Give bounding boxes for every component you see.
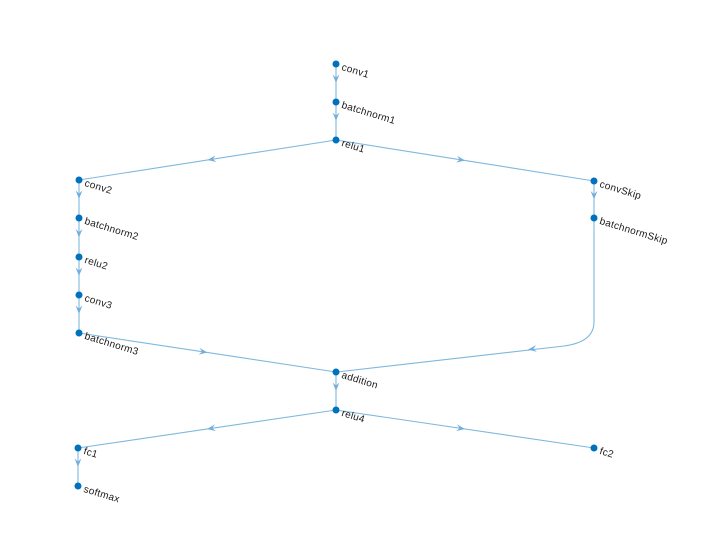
graph-node-conv3 [75,291,83,299]
node-label-batchnorm3: batchnorm3 [83,331,140,358]
graph-node-batchnorm1 [332,98,340,106]
graph-node-relu2 [75,253,83,261]
edge-arrowhead-icon [207,424,216,432]
edge-arrowhead-icon [198,347,208,355]
node-label-fc2: fc2 [598,446,615,461]
node-label-conv3: conv3 [83,293,113,312]
node-label-softmax: softmax [82,484,121,505]
edge-arrowhead-icon [332,112,340,121]
edge-arrowhead-icon [74,458,82,467]
graph-node-fc2 [590,444,598,452]
node-label-conv2: conv2 [83,178,113,197]
edge-arrowhead-icon [456,424,465,432]
graph-node-conv1 [332,60,340,68]
graph-node-conv2 [75,176,83,184]
graph-node-batchnormSkip [590,214,598,222]
node-label-fc1: fc1 [82,446,99,461]
graph-node-convSkip [590,177,598,185]
node-label-convSkip: convSkip [598,179,642,202]
edge-arrowhead-icon [75,267,83,276]
node-label-batchnorm2: batchnorm2 [83,216,140,243]
edge-arrowhead-icon [332,74,340,83]
edge-arrowhead-icon [332,382,340,391]
edge-arrowhead-icon [75,229,83,238]
edge-arrowhead-icon [528,345,537,352]
node-label-addition: addition [340,370,379,391]
edge-arrowhead-icon [207,155,217,163]
node-label-conv1: conv1 [340,62,370,81]
graph-edge-batchnormSkip-addition [336,218,595,373]
edge-arrowhead-icon [75,190,83,199]
edge-arrowhead-icon [456,155,465,163]
graph-node-addition [332,368,340,376]
graph-node-batchnorm3 [75,329,83,337]
edge-arrowhead-icon [590,191,598,200]
node-label-relu1: relu1 [340,138,366,155]
graph-node-softmax [74,482,82,490]
node-label-batchnormSkip: batchnormSkip [598,216,669,247]
node-label-relu4: relu4 [340,408,366,425]
graph-node-relu1 [332,136,340,144]
node-label-batchnorm1: batchnorm1 [340,100,397,127]
edge-arrowhead-icon [75,305,83,314]
graph-node-relu4 [332,406,340,414]
graph-node-batchnorm2 [75,214,83,222]
node-label-relu2: relu2 [83,255,109,272]
graph-node-fc1 [74,444,82,452]
